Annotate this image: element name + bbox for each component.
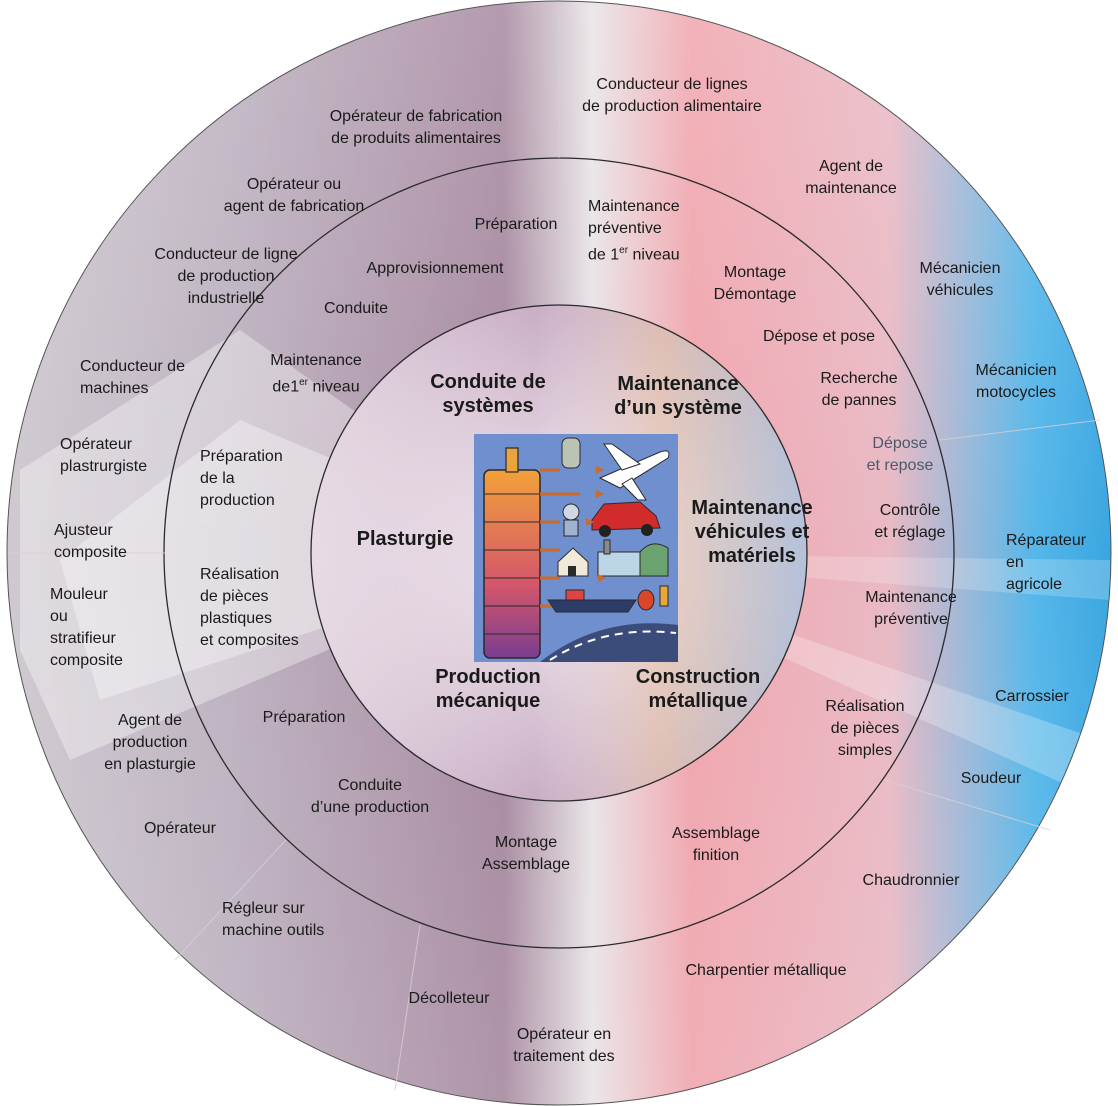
activity-recherche-pannes: Recherche de pannes <box>820 370 898 409</box>
job-mecanicien-vehicules: Mécanicien véhicules <box>919 260 1001 299</box>
activity-conduite-production: Conduite d’une production <box>310 777 430 816</box>
activity-realisation-simples: Réalisation de pièces simples <box>825 698 905 759</box>
activity-montage-assemblage: Montage Assemblage <box>481 834 571 873</box>
job-operateur-traitement: Opérateur en traitement des <box>513 1026 615 1065</box>
job-soudeur: Soudeur <box>960 770 1022 787</box>
sector-production-mecanique: Production mécanique <box>435 666 541 712</box>
job-agent-production-plasturgie: Agent de production en plasturgie <box>104 712 196 773</box>
activity-maintenance-preventive-2: Maintenance préventive <box>865 589 957 628</box>
job-conducteur-machines: Conducteur de machines <box>80 358 185 397</box>
job-chaudronnier: Chaudronnier <box>862 872 960 889</box>
gas-bottle-icon <box>561 437 581 469</box>
sector-conduite-systemes: Conduite de systèmes <box>430 371 546 417</box>
sector-dividers <box>8 2 1101 1091</box>
sector-maintenance-systeme: Maintenance d’un système <box>614 373 742 419</box>
activity-conduite: Conduite <box>323 300 389 317</box>
job-carrossier: Carrossier <box>995 688 1069 705</box>
job-conducteur-lignes-alimentaire: Conducteur de lignes de production alime… <box>582 76 762 115</box>
activity-maintenance-1er-niveau: Maintenance de1er niveau <box>270 352 362 396</box>
ship-icon <box>547 589 637 613</box>
job-mecanicien-motocycles: Mécanicien motocycles <box>975 362 1057 401</box>
airplane-icon <box>598 443 670 501</box>
house-icon <box>557 547 589 577</box>
job-agent-maintenance: Agent de maintenance <box>805 158 897 197</box>
activity-approvisionnement: Approvisionnement <box>366 260 504 277</box>
job-ajusteur-composite: Ajusteur composite <box>54 522 127 561</box>
job-operateur: Opérateur <box>143 820 217 837</box>
activity-montage-demontage: Montage Démontage <box>713 264 797 303</box>
car-icon <box>591 501 661 537</box>
job-reparateur-agricole: Réparateur en agricole <box>1006 532 1087 593</box>
sector-maintenance-vehicules: Maintenance véhicules et matériels <box>691 497 813 567</box>
activity-controle-reglage: Contrôle et réglage <box>874 502 946 541</box>
factory-icon <box>597 539 669 577</box>
activity-depose-pose: Dépose et pose <box>762 328 876 345</box>
job-operateur-fabrication-alimentaire: Opérateur de fabrication de produits ali… <box>329 108 503 147</box>
job-decolleteur: Décolleteur <box>408 990 490 1007</box>
robot-icon <box>562 503 580 537</box>
job-conducteur-ligne-industrielle: Conducteur de ligne de production indust… <box>154 246 298 307</box>
job-mouleur-stratifieur: Mouleur ou stratifieur composite <box>50 586 123 669</box>
sector-plasturgie: Plasturgie <box>356 528 454 550</box>
distillation-column-icon <box>483 469 541 659</box>
job-operateur-agent-fabrication: Opérateur ou agent de fabrication <box>223 176 365 215</box>
industry-illustration <box>474 434 678 662</box>
activity-preparation-production: Préparation de la production <box>200 448 283 509</box>
sector-construction-metallique: Construction métallique <box>635 666 761 712</box>
activity-assemblage-finition: Assemblage finition <box>671 825 761 864</box>
activity-depose-repose: Dépose et repose <box>866 435 934 474</box>
activity-preparation: Préparation <box>474 216 558 233</box>
job-regleur-machine-outils: Régleur sur machine outils <box>222 900 325 939</box>
activity-preparation-2: Préparation <box>262 709 346 726</box>
activity-realisation-plastiques: Réalisation de pièces plastiques et comp… <box>200 566 299 649</box>
activity-maintenance-preventive: Maintenance préventive de 1er niveau <box>588 198 680 264</box>
job-charpentier-metallique: Charpentier métallique <box>685 962 847 979</box>
job-operateur-plastrurgiste: Opérateur plastrurgiste <box>60 436 148 475</box>
